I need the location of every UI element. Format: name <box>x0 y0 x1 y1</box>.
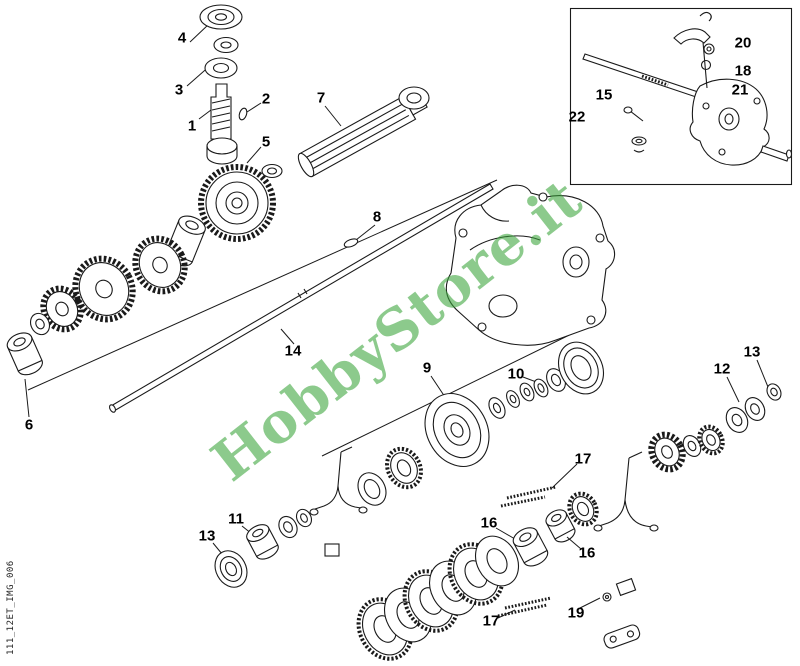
bevel-gear-part5 <box>198 163 283 242</box>
small-parts-19 <box>602 577 641 649</box>
washer-near-11b <box>295 508 313 528</box>
callout-17b: 17 <box>482 612 500 630</box>
callout-17: 17 <box>574 450 592 468</box>
pinion-and-washers-right <box>648 383 782 473</box>
long-shaft-part14 <box>109 183 494 413</box>
square-nut <box>324 543 340 557</box>
pin-part8 <box>343 238 359 248</box>
clutch-hub-part16b <box>545 509 576 543</box>
callout-2: 2 <box>261 90 271 108</box>
callout-11: 11 <box>228 510 244 528</box>
frame-lines <box>27 179 601 457</box>
callout-20: 20 <box>734 34 752 52</box>
callout-7: 7 <box>316 89 326 107</box>
callout-3: 3 <box>174 81 184 99</box>
callout-8: 8 <box>372 208 382 226</box>
callout-4: 4 <box>177 29 187 47</box>
bearing-assy-part9 <box>357 382 535 506</box>
inset-assembled-view <box>582 11 793 166</box>
washers-part3 <box>204 36 239 79</box>
callout-19: 19 <box>567 604 585 622</box>
callout-22: 22 <box>568 108 586 126</box>
callout-18: 18 <box>734 62 752 80</box>
spacer-sleeve <box>165 215 206 267</box>
splined-shaft-part7 <box>297 86 430 178</box>
callout-16b: 16 <box>578 544 596 562</box>
callout-1: 1 <box>187 117 197 135</box>
pin-part2 <box>238 107 248 121</box>
image-code: 111_12ET_IMG_006 <box>6 560 16 655</box>
shift-fork-right <box>593 451 659 532</box>
clutch-hub-part16a <box>512 527 549 567</box>
inset-box <box>569 7 793 186</box>
bearing-rings-part10 <box>533 341 605 398</box>
callout-15: 15 <box>595 86 613 104</box>
gear-ring-above-16 <box>567 491 599 527</box>
callout-5: 5 <box>261 133 271 151</box>
shift-fork-left <box>309 446 368 516</box>
worm-shaft-part1 <box>206 83 238 165</box>
gearbox-housing <box>445 184 616 346</box>
gear-train <box>29 235 188 336</box>
callout-13: 13 <box>743 343 761 361</box>
washer-near-11 <box>278 515 298 539</box>
callout-16: 16 <box>480 514 498 532</box>
callout-6: 6 <box>24 416 34 434</box>
bearing-part4 <box>199 4 243 30</box>
springs-part17-top <box>500 485 557 508</box>
springs-part17-bottom <box>497 596 552 618</box>
callout-21: 21 <box>731 81 749 99</box>
callout-10: 10 <box>507 365 525 383</box>
callout-9: 9 <box>422 359 432 377</box>
bearing-part13-lower <box>214 550 248 588</box>
callout-13b: 13 <box>198 527 216 545</box>
callout-14: 14 <box>284 342 302 360</box>
sleeve-part11 <box>246 524 279 560</box>
callout-12: 12 <box>713 360 731 378</box>
clutch-disc-stack <box>356 535 520 661</box>
bushing-part6 <box>6 332 43 376</box>
